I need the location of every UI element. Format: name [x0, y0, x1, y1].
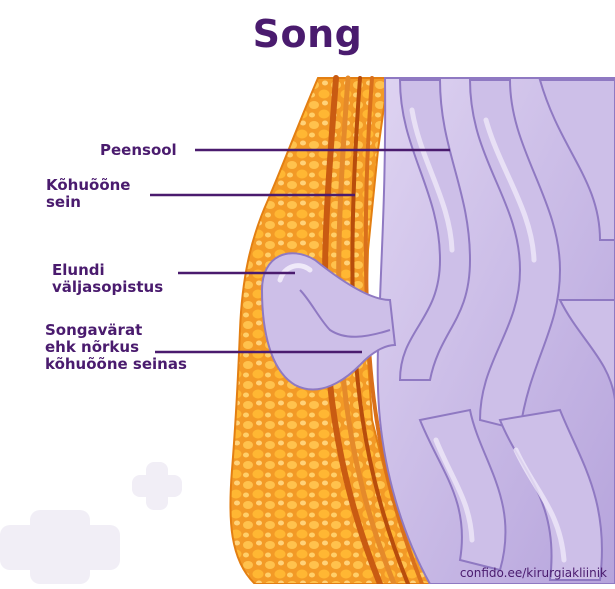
label-hernia-opening-line-3: kõhuõõne seinas	[45, 355, 187, 373]
leader-lines	[150, 148, 450, 354]
intestine-highlights	[409, 107, 567, 563]
label-abdominal-wall-line-1: Kõhuõõne	[46, 176, 131, 194]
decorative-cross-small	[132, 462, 182, 510]
herniated-intestine-loop	[260, 252, 397, 391]
label-organ-protrusion: Elundi väljasopistus	[52, 262, 163, 296]
decorative-cross-large	[0, 510, 120, 584]
page-title: Song	[252, 12, 363, 56]
label-hernia-opening: Songavärat ehk nõrkus kõhuõõne seinas	[45, 322, 187, 373]
source-credit: confido.ee/kirurgiakliinik	[459, 566, 607, 580]
label-organ-protrusion-line-1: Elundi	[52, 261, 105, 279]
herniated-loop-inner-fold	[299, 289, 391, 338]
herniated-loop-highlight	[277, 263, 313, 283]
label-organ-protrusion-line-2: väljasopistus	[52, 278, 164, 296]
label-hernia-opening-line-2: ehk nõrkus	[45, 338, 140, 356]
label-abdominal-wall-line-2: sein	[46, 193, 81, 211]
label-small-intestine: Peensool	[100, 141, 177, 159]
label-hernia-opening-line-1: Songavärat	[45, 321, 143, 339]
label-abdominal-wall: Kõhuõõne sein	[46, 177, 131, 211]
